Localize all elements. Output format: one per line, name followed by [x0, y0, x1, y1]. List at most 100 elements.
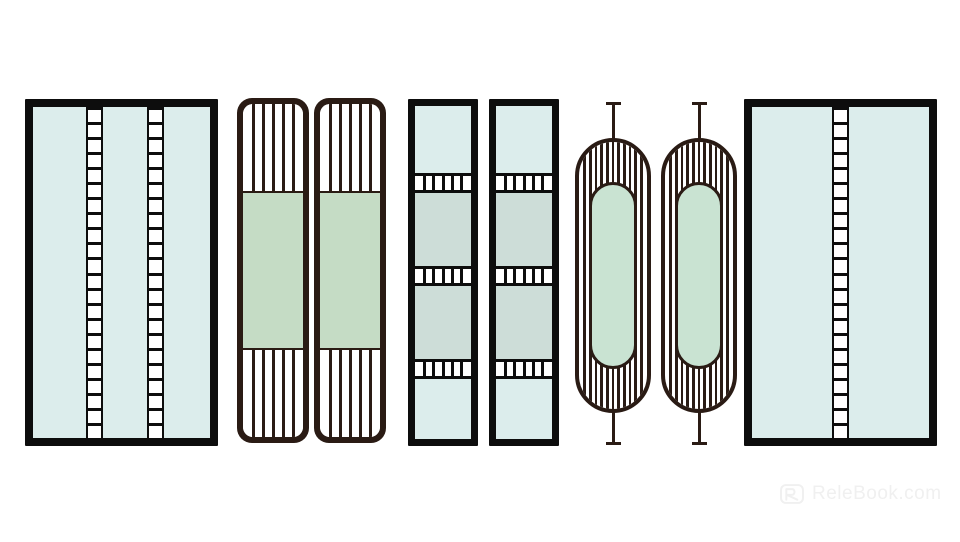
ladder-rung: [88, 423, 102, 426]
ladder-rung: [834, 288, 847, 291]
ladder-rung: [88, 212, 102, 215]
ladder-rung: [148, 107, 162, 110]
glass-pane: [496, 379, 552, 439]
louvre-divider: [441, 268, 445, 283]
screen-infill: [243, 104, 303, 437]
pivot-rod-top: [611, 104, 615, 146]
ladder-rung: [148, 273, 162, 276]
ladder-rung: [834, 212, 847, 215]
louvre-divider: [422, 175, 426, 190]
pivot-cap-top: [691, 102, 707, 105]
ladder-rung: [148, 408, 162, 411]
louvre-divider: [531, 362, 535, 376]
vertical-bar: [281, 350, 285, 437]
ladder-rung: [88, 227, 102, 230]
glass-lite: [163, 107, 210, 438]
ladder-rung: [834, 408, 847, 411]
vertical-bar: [251, 104, 255, 191]
ladder-rung: [88, 107, 102, 110]
ladder-rung: [834, 348, 847, 351]
screen-infill: [320, 104, 380, 437]
pivot-rod-bottom: [697, 409, 701, 443]
vertical-bar: [291, 350, 295, 437]
ladder-rung: [148, 137, 162, 140]
ladder-rung: [88, 152, 102, 155]
louvre-divider: [450, 268, 454, 283]
ladder-rung: [88, 393, 102, 396]
louvre-band: [415, 359, 471, 379]
pivot-cap-bottom: [691, 442, 707, 445]
glass-pane: [496, 285, 552, 360]
louvre-divider: [513, 175, 517, 190]
green-glass-pane: [243, 190, 303, 351]
panel-glazing-area: [496, 106, 552, 439]
ladder-rung: [834, 393, 847, 396]
louvre-band: [496, 172, 552, 193]
louvre-divider: [422, 268, 426, 283]
vertical-bar: [251, 350, 255, 437]
ladder-rung: [834, 333, 847, 336]
louvre-band: [496, 359, 552, 379]
green-glass-pane: [320, 190, 380, 351]
ladder-rung: [88, 122, 102, 125]
vertical-bar: [348, 350, 352, 437]
pivot-rod-bottom: [611, 409, 615, 443]
louvre-divider: [460, 268, 464, 283]
ladder-mullion: [146, 107, 164, 438]
louvre-divider: [531, 175, 535, 190]
ladder-rung: [834, 227, 847, 230]
ladder-rung: [148, 423, 162, 426]
panel-glazing-area: [752, 107, 929, 438]
ladder-rung: [148, 303, 162, 306]
vertical-bar: [271, 350, 275, 437]
ladder-rung: [148, 318, 162, 321]
vertical-bar: [583, 142, 586, 409]
ladder-rung: [88, 363, 102, 366]
louvre-divider: [432, 175, 436, 190]
ladder-rung: [834, 107, 847, 110]
rounded-brown-bar-screen-pair-leaf-1: [237, 98, 309, 443]
panel-glazing-area: [33, 107, 210, 438]
louvre-divider: [450, 362, 454, 376]
glass-pane: [415, 106, 471, 173]
louvre-divider: [513, 268, 517, 283]
louvre-divider: [513, 362, 517, 376]
capsule-glass-core: [675, 182, 723, 369]
ladder-rung: [834, 363, 847, 366]
vertical-bar: [338, 350, 342, 437]
watermark: ReleBook.com: [779, 481, 942, 507]
glass-lite: [103, 107, 147, 438]
ladder-rung: [834, 423, 847, 426]
ladder-rung: [88, 257, 102, 260]
louvre-divider: [541, 175, 545, 190]
vertical-bar: [281, 104, 285, 191]
ladder-rung: [88, 318, 102, 321]
ladder-rung: [148, 242, 162, 245]
vertical-bar-zone: [320, 350, 380, 437]
capsule-glass-core: [589, 182, 637, 369]
glass-pane: [415, 379, 471, 439]
ladder-rung: [88, 137, 102, 140]
ladder-rung: [88, 378, 102, 381]
vertical-bar: [261, 350, 265, 437]
ladder-rung: [148, 122, 162, 125]
louvre-band: [415, 172, 471, 193]
ladder-rung: [148, 182, 162, 185]
ladder-rung: [834, 242, 847, 245]
louvre-divider: [460, 175, 464, 190]
ladder-rung: [834, 197, 847, 200]
ladder-rung: [834, 273, 847, 276]
ladder-rung: [148, 197, 162, 200]
vertical-bar: [368, 350, 372, 437]
ladder-rung: [88, 288, 102, 291]
vertical-bar: [669, 142, 672, 409]
ladder-rung: [88, 333, 102, 336]
ladder-rung: [148, 378, 162, 381]
vertical-bar: [358, 104, 362, 191]
louvre-divider: [541, 268, 545, 283]
pivot-rod-top: [697, 104, 701, 146]
louvre-divider: [522, 362, 526, 376]
pivot-cap-bottom: [605, 442, 621, 445]
ladder-rung: [88, 167, 102, 170]
louvre-divider: [441, 175, 445, 190]
